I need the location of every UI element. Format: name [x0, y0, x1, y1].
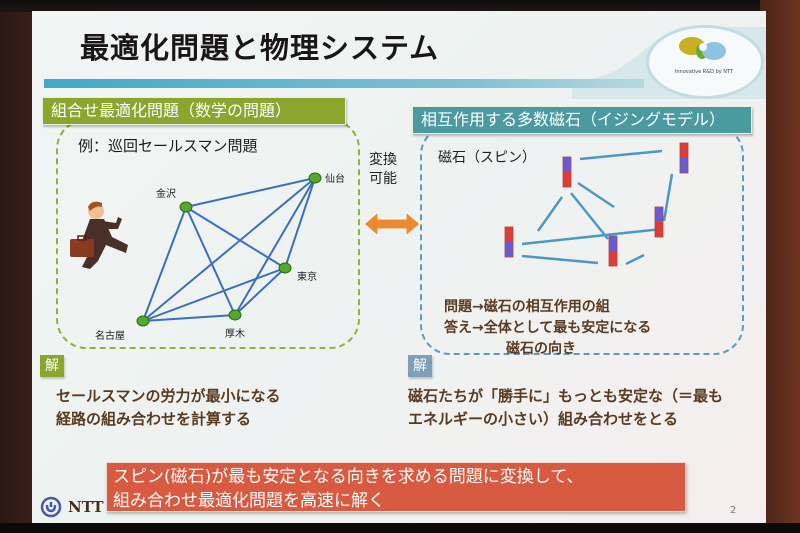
innovative-rd-logo-icon	[679, 37, 726, 60]
background-wall	[760, 0, 800, 533]
left-solution-text: セールスマンの労力が最小になる 経路の組み合わせを計算する	[56, 385, 281, 431]
left-solution-line-1: セールスマンの労力が最小になる	[56, 387, 281, 405]
projector-bottom-edge	[0, 523, 800, 533]
slide: 最適化問題と物理システム Innovative R&D by NTT 組合せ最適…	[32, 11, 766, 524]
city-label: 名古屋	[95, 331, 125, 342]
mapping-line-3: 磁石の向き	[506, 341, 576, 357]
right-panel-header: 相互作用する多数磁石（イジングモデル）	[412, 106, 752, 134]
mapping-line-2: 答え→全体として最も安定になる	[444, 320, 652, 336]
city-label: 東京	[297, 272, 317, 283]
innovative-logo-frame	[646, 25, 764, 99]
conversion-line-2: 可能	[369, 171, 397, 187]
projector-top-edge	[0, 0, 800, 12]
left-solution-badge: 解	[40, 355, 64, 377]
mapping-line-1: 問題→磁石の相互作用の組	[444, 299, 610, 315]
conversion-line-1: 変換	[369, 152, 397, 168]
right-solution-text: 磁石たちが「勝手に」もっとも安定な（＝最も エネルギーの小さい）組み合わせをとる	[408, 385, 723, 431]
city-label: 仙台	[325, 174, 345, 185]
summary-banner: スピン(磁石)が最も安定となる向きを求める問題に変換して、 組み合わせ最適化問題…	[106, 462, 686, 512]
example-title: 例：巡回セールスマン問題	[78, 137, 258, 155]
salesman-illustration-icon	[70, 201, 128, 269]
mapping-description: 問題→磁石の相互作用の組 答え→全体として最も安定になる 磁石の向き	[444, 297, 651, 360]
page-number: 2	[730, 505, 737, 516]
city-label: 厚木	[225, 329, 245, 340]
banner-line-1: スピン(磁石)が最も安定となる向きを求める問題に変換して、	[113, 467, 584, 487]
left-solution-line-2: 経路の組み合わせを計算する	[56, 410, 252, 428]
right-solution-line-2: エネルギーの小さい）組み合わせをとる	[408, 410, 679, 428]
right-solution-line-1: 磁石たちが「勝手に」もっとも安定な（＝最も	[408, 387, 724, 405]
double-arrow-icon	[364, 211, 420, 237]
spin-label: 磁石（スピン）	[438, 150, 536, 166]
slide-title: 最適化問題と物理システム	[80, 31, 440, 65]
logo-caption: Innovative R&D by NTT	[674, 69, 734, 75]
ntt-logo-icon	[40, 496, 62, 518]
right-solution-badge: 解	[408, 355, 432, 377]
banner-line-2: 組み合わせ最適化問題を高速に解く	[113, 491, 385, 511]
title-underline-bar	[44, 79, 644, 88]
conversion-label: 変換 可能	[369, 151, 397, 189]
left-panel-header: 組合せ最適化問題（数学の問題）	[42, 97, 346, 125]
ntt-logo-text: NTT	[68, 498, 104, 516]
city-label: 金沢	[156, 189, 176, 200]
